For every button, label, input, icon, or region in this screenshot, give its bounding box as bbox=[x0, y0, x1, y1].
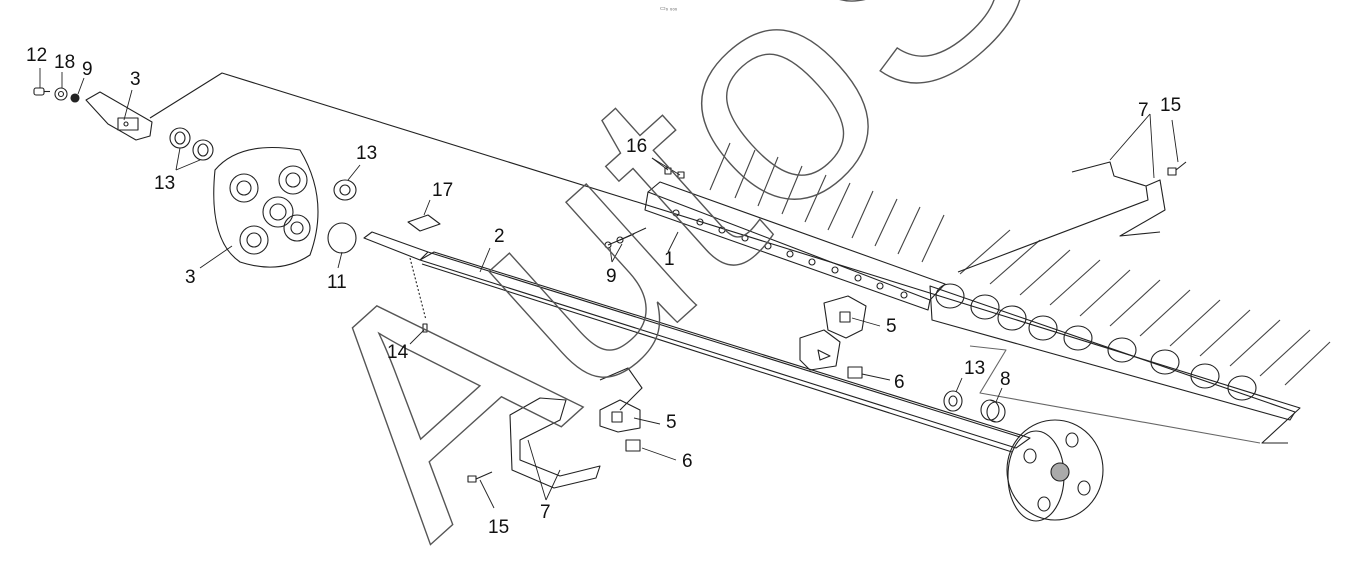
callout-9: 9 bbox=[82, 59, 93, 80]
callout-8: 8 bbox=[1000, 369, 1011, 390]
callout-15: 15 bbox=[488, 517, 510, 538]
spring-coils bbox=[935, 283, 1257, 401]
part-3-cam-disc bbox=[213, 147, 319, 268]
part-13-washer-lower bbox=[943, 390, 963, 412]
callout-3: 3 bbox=[185, 267, 196, 288]
part-5-clamp-upper bbox=[799, 295, 867, 371]
assembly-outline bbox=[149, 72, 1301, 444]
callout-7: 7 bbox=[1138, 100, 1149, 121]
callout-6: 6 bbox=[682, 451, 693, 472]
part-7-bracket-lower bbox=[509, 367, 643, 489]
callout-6: 6 bbox=[894, 372, 905, 393]
callout-17: 17 bbox=[432, 180, 454, 201]
callout-1: 1 bbox=[664, 249, 675, 270]
callout-14: 14 bbox=[387, 342, 409, 363]
part-5-clamp-lower bbox=[599, 399, 641, 433]
part-15-bolt-lower bbox=[467, 471, 493, 483]
callout-5: 5 bbox=[666, 412, 677, 433]
part-8-bushing bbox=[980, 399, 1006, 423]
callout-11: 11 bbox=[327, 272, 347, 293]
part-9-washer bbox=[70, 93, 80, 103]
callout-2: 2 bbox=[494, 226, 505, 247]
callout-13: 13 bbox=[964, 358, 986, 379]
callout-18: 18 bbox=[54, 52, 76, 73]
part-2-main-tube bbox=[363, 231, 1031, 453]
callout-9: 9 bbox=[606, 266, 617, 287]
part-18-nut bbox=[54, 87, 68, 101]
callout-13: 13 bbox=[356, 143, 378, 164]
drawing-code: ▭₀ ₀₀₀ bbox=[660, 6, 678, 12]
part-6-block-lower bbox=[625, 439, 641, 452]
callout-15: 15 bbox=[1160, 95, 1182, 116]
part-12-screw bbox=[33, 87, 50, 96]
part-6-block-upper bbox=[847, 366, 863, 379]
part-14-pin bbox=[409, 257, 428, 333]
part-3-crank-arm bbox=[85, 91, 153, 141]
callout-13: 13 bbox=[154, 173, 176, 194]
tines bbox=[709, 142, 1331, 386]
part-9-bolts bbox=[604, 227, 647, 249]
part-13-washer-right bbox=[333, 179, 357, 201]
part-1-tine-bar bbox=[644, 181, 1296, 421]
callout-7: 7 bbox=[540, 502, 551, 523]
callout-16: 16 bbox=[626, 136, 648, 157]
end-disc-flange bbox=[1006, 419, 1104, 522]
callout-3: 3 bbox=[130, 69, 141, 90]
part-13-washers bbox=[169, 127, 214, 161]
callout-12: 12 bbox=[26, 45, 48, 66]
callout-5: 5 bbox=[886, 316, 897, 337]
part-17-key bbox=[407, 214, 441, 232]
part-7-bracket-upper bbox=[957, 161, 1166, 273]
part-15-bolt-upper bbox=[1167, 161, 1187, 176]
leader-lines bbox=[39, 68, 1179, 509]
part-11-o-ring bbox=[327, 222, 357, 254]
